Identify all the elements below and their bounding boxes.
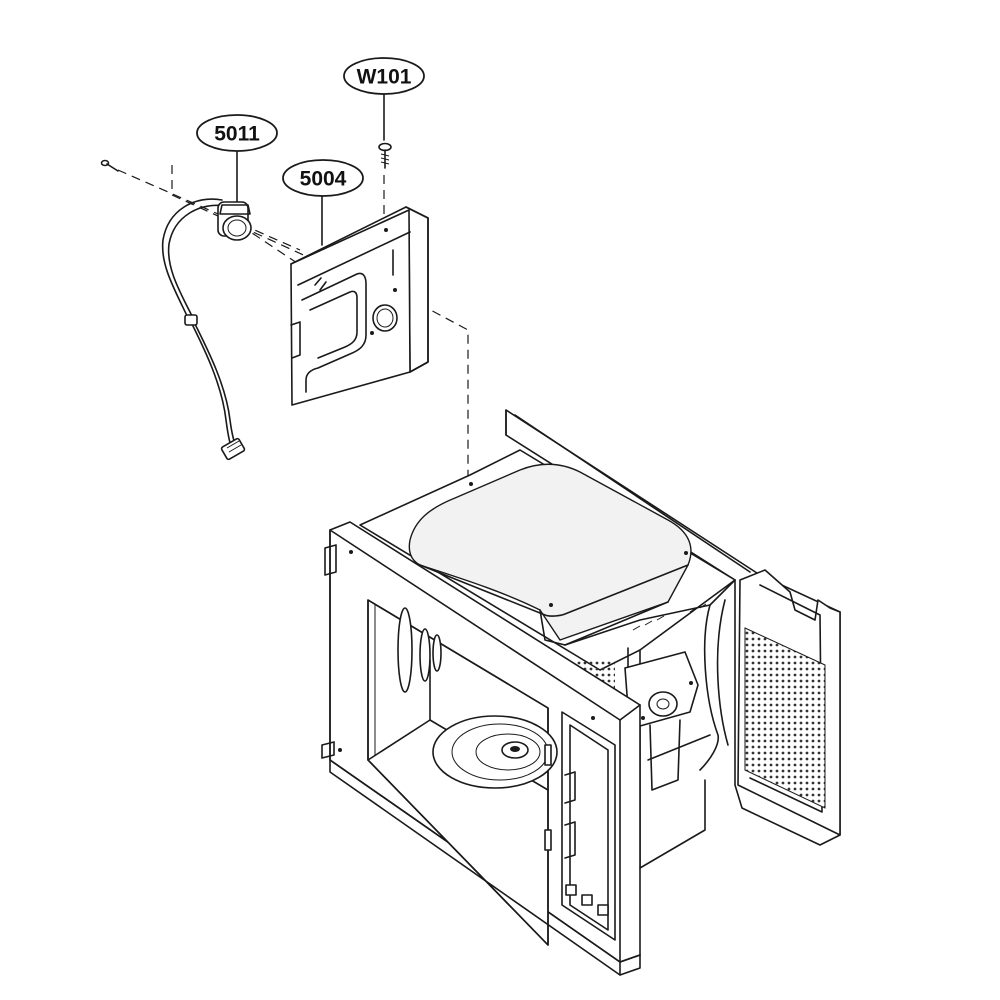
screw-left (100, 159, 119, 172)
bracket-5004 (290, 206, 429, 406)
oven-cabinet (321, 409, 841, 976)
screw-w101 (378, 142, 392, 169)
turntable (432, 715, 558, 789)
callout-label-5011: 5011 (214, 123, 260, 146)
callout-5004: 5004 (282, 159, 364, 197)
leader-lines (236, 92, 385, 246)
callout-w101: W101 (343, 57, 425, 95)
callout-label-w101: W101 (357, 66, 412, 89)
callout-label-5004: 5004 (300, 168, 347, 191)
callout-5011: 5011 (196, 114, 278, 152)
thermal-sensor-5011 (161, 198, 252, 461)
